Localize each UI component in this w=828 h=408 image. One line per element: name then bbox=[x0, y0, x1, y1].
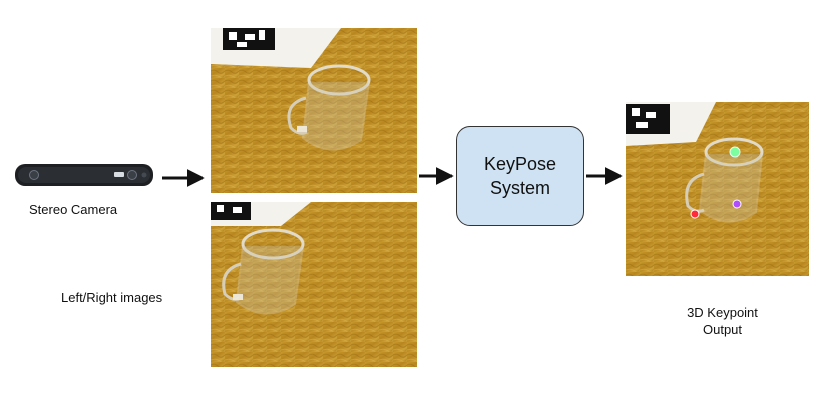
glass-cup-icon bbox=[222, 228, 305, 315]
glass-cup-icon bbox=[685, 137, 764, 223]
keypose-system-box: KeyPose System bbox=[456, 126, 584, 226]
keypoint-left-marker bbox=[690, 209, 700, 219]
images-label: Left/Right images bbox=[61, 290, 163, 305]
right-image bbox=[211, 202, 417, 367]
stereo-camera-icon bbox=[14, 162, 154, 193]
fiducial-marker-icon bbox=[211, 28, 341, 68]
fiducial-marker-icon bbox=[626, 102, 716, 146]
fiducial-marker-icon bbox=[211, 202, 311, 226]
keypose-system-label: KeyPose System bbox=[483, 153, 557, 198]
keypoint-right-marker bbox=[732, 199, 742, 209]
left-image bbox=[211, 28, 417, 193]
glass-cup-icon bbox=[287, 64, 371, 151]
output-image bbox=[626, 102, 809, 276]
output-label: 3D Keypoint Output bbox=[687, 305, 758, 337]
keypoint-top-marker bbox=[729, 146, 741, 158]
camera-label: Stereo Camera bbox=[29, 202, 118, 217]
